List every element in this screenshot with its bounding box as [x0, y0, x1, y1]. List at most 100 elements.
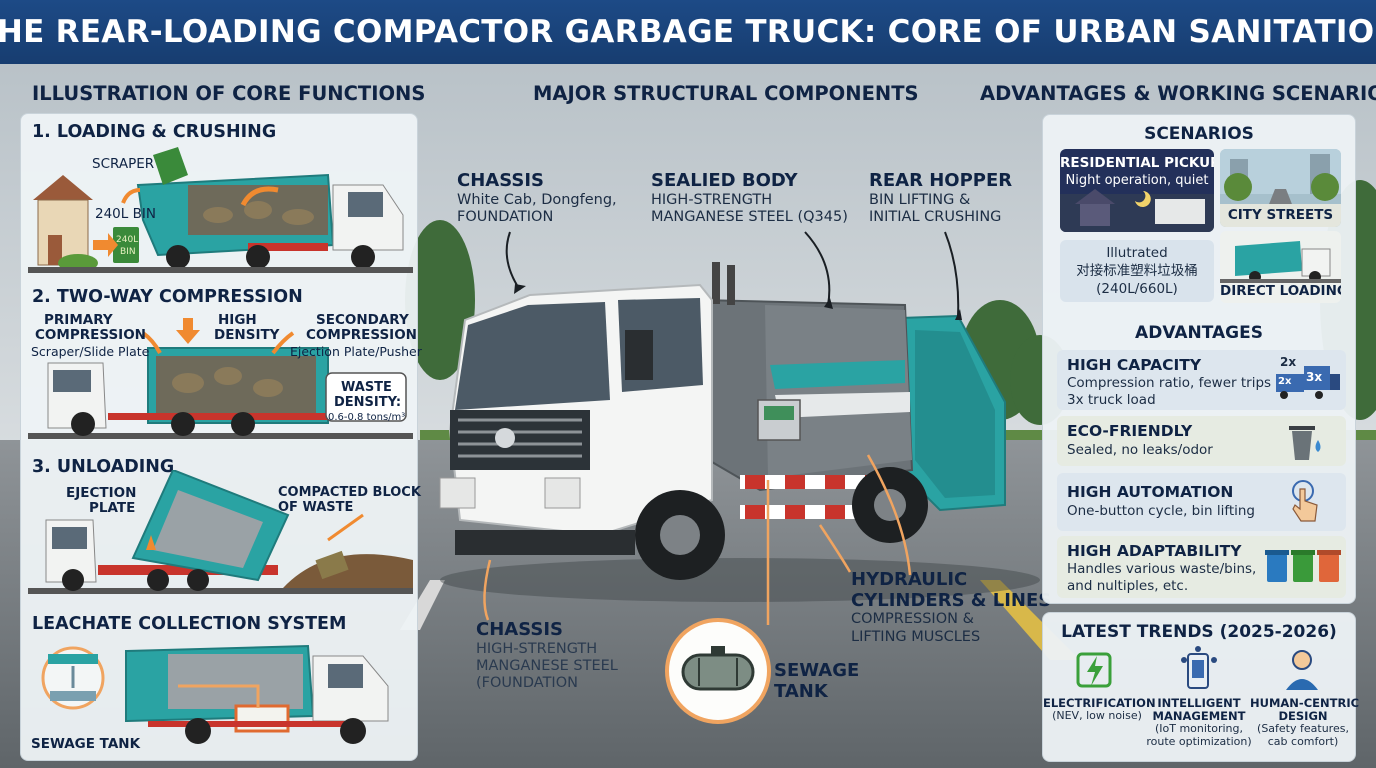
callout-sewage-tank-line2: TANK — [774, 680, 828, 702]
advantage-eco-friendly: ECO-FRIENDLY Sealed, no leaks/odor — [1057, 416, 1346, 466]
scenario-residential-title: RESIDENTIAL PICKUP — [1060, 155, 1214, 171]
primary-compression-label-1: PRIMARY — [44, 312, 113, 328]
advantage-high-adaptability-line1: Handles various waste/bins, — [1067, 561, 1257, 577]
waste-density-label-1: WASTE — [341, 380, 392, 395]
trash-can-icon — [1289, 426, 1321, 460]
section-heading-functions: ILLUSTRATION OF CORE FUNCTIONS — [32, 82, 426, 105]
residential-scene-icon — [1060, 189, 1214, 232]
callout-sealed-body: SEALIED BODY HIGH-STRENGTH MANGANESE STE… — [651, 170, 848, 226]
trend-intelligent-heading-1: INTELLIGENT — [1157, 696, 1241, 710]
callout-rear-hopper-line1: BIN LIFTING & — [869, 191, 971, 208]
unloading-diagram — [28, 470, 413, 594]
title-bar: THE REAR-LOADING COMPACTOR GARBAGE TRUCK… — [0, 0, 1376, 64]
smart-device-icon — [1181, 646, 1217, 689]
scenario-direct-loading-title: DIRECT LOADING — [1220, 283, 1341, 299]
callout-hydraulic: HYDRAULIC CYLINDERS & LINES COMPRESSION … — [851, 569, 1052, 646]
scenario-residential: RESIDENTIAL PICKUP Night operation, quie… — [1060, 149, 1214, 232]
scenario-illustrated-line2: 对接标准塑料垃圾桶 — [1076, 263, 1198, 279]
sewage-tank-label-left: SEWAGE TANK — [31, 736, 141, 752]
callout-chassis-bottom-line1: HIGH-STRENGTH — [476, 640, 598, 657]
compression-diagram — [28, 318, 413, 439]
capacity-icon-label-b: 2x — [1278, 376, 1292, 387]
leachate-diagram — [41, 644, 389, 744]
section-heading-advantages: ADVANTAGES & WORKING SCENARIOS — [980, 82, 1376, 105]
trend-intelligent-sub-1: (IoT monitoring, — [1154, 722, 1244, 736]
callout-chassis-top: CHASSIS White Cab, Dongfeng, FOUNDATION — [457, 170, 617, 226]
page-title: THE REAR-LOADING COMPACTOR GARBAGE TRUCK… — [0, 14, 1376, 50]
sewage-tank-circle — [665, 618, 771, 724]
trend-electrification: ELECTRIFICATION (NEV, low noise) — [1043, 696, 1156, 723]
loading-title: 1. LOADING & CRUSHING — [32, 122, 277, 142]
callout-chassis-top-heading: CHASSIS — [457, 170, 544, 191]
callout-sewage-tank-line1: SEWAGE — [774, 660, 860, 681]
compacted-block-label-1: COMPACTED BLOCK — [278, 485, 421, 500]
waste-density-value: 0.6-0.8 tons/m³ — [328, 412, 406, 423]
callout-sewage-tank: SEWAGE TANK — [774, 660, 860, 702]
bin-label: 240L BIN — [95, 206, 156, 222]
trend-electrification-heading: ELECTRIFICATION — [1043, 696, 1156, 710]
bin-print-2: BIN — [120, 247, 136, 257]
callout-chassis-bottom-line2: MANGANESE STEEL — [476, 658, 618, 675]
advantage-high-adaptability: HIGH ADAPTABILITY Handles various waste/… — [1057, 536, 1346, 598]
advantage-high-capacity-line2: 3x truck load — [1067, 392, 1156, 408]
trend-human-centric-heading-1: HUMAN-CENTRIC — [1250, 696, 1360, 710]
secondary-compression-sub: Ejection Plate/Pusher — [290, 344, 422, 359]
callout-chassis-top-line1: White Cab, Dongfeng, — [457, 191, 617, 208]
callout-chassis-bottom-line3: (FOUNDATION — [476, 675, 578, 692]
advantage-high-capacity-line1: Compression ratio, fewer trips — [1067, 375, 1272, 391]
operator-person-icon — [1286, 650, 1318, 690]
ejection-plate-label-1: EJECTION — [66, 485, 137, 501]
high-density-label-1: HIGH — [218, 312, 257, 328]
callout-rear-hopper-line2: INITIAL CRUSHING — [869, 209, 1002, 226]
trend-human-centric-sub-1: (Safety features, — [1257, 722, 1349, 736]
advantage-high-adaptability-heading: HIGH ADAPTABILITY — [1067, 542, 1242, 560]
advantage-high-capacity: HIGH CAPACITY Compression ratio, fewer t… — [1057, 350, 1346, 410]
advantage-high-capacity-heading: HIGH CAPACITY — [1067, 356, 1202, 374]
callout-hydraulic-sub1: COMPRESSION & — [851, 611, 974, 628]
trend-intelligent-sub-2: route optimization) — [1146, 735, 1252, 749]
waste-density-label-2: DENSITY: — [334, 395, 402, 410]
scenario-city-streets-title: CITY STREETS — [1227, 207, 1334, 223]
loading-diagram — [28, 147, 413, 273]
trend-intelligent-heading-2: MANAGEMENT — [1152, 709, 1246, 724]
trend-electrification-sub: (NEV, low noise) — [1052, 709, 1142, 723]
scenario-direct-loading: DIRECT LOADING — [1220, 231, 1341, 303]
scenario-residential-sub: Night operation, quiet — [1065, 173, 1209, 188]
touch-hand-icon — [1292, 480, 1318, 522]
trend-human-centric: HUMAN-CENTRIC DESIGN (Safety features, c… — [1250, 696, 1360, 749]
callout-chassis-bottom-heading: CHASSIS — [476, 619, 563, 640]
primary-compression-sub: Scraper/Slide Plate — [31, 344, 150, 359]
secondary-compression-label-2: COMPRESSION — [306, 327, 417, 343]
advantage-high-automation-heading: HIGH AUTOMATION — [1067, 483, 1234, 501]
callout-hydraulic-line1: HYDRAULIC — [851, 569, 968, 590]
primary-compression-label-2: COMPRESSION — [35, 327, 146, 343]
callout-hydraulic-line2: CYLINDERS & LINES — [851, 589, 1052, 611]
trends-title: LATEST TRENDS (2025-2026) — [1061, 622, 1337, 642]
secondary-compression-label-1: SECONDARY — [316, 312, 409, 328]
trend-intelligent-management: INTELLIGENT MANAGEMENT (IoT monitoring, … — [1145, 696, 1253, 749]
advantage-high-adaptability-line2: and nultiples, etc. — [1067, 578, 1189, 594]
scenarios-title: SCENARIOS — [1144, 124, 1254, 144]
callout-rear-hopper: REAR HOPPER BIN LIFTING & INITIAL CRUSHI… — [869, 170, 1013, 226]
ejection-plate-label-2: PLATE — [89, 500, 136, 516]
advantages-title: ADVANTAGES — [1135, 323, 1263, 343]
compression-title: 2. TWO-WAY COMPRESSION — [32, 287, 303, 307]
city-streets-scene-icon — [1220, 149, 1341, 227]
bin-print-1: 240L — [116, 235, 139, 245]
battery-lightning-icon — [1076, 652, 1112, 688]
unloading-title: 3. UNLOADING — [32, 457, 175, 477]
advantage-high-automation-line1: One-button cycle, bin lifting — [1067, 503, 1256, 519]
trend-human-centric-sub-2: cab comfort) — [1267, 735, 1339, 749]
callout-sealed-body-line1: HIGH-STRENGTH — [651, 191, 773, 208]
compacted-block-label-2: OF WASTE — [278, 500, 354, 515]
capacity-icon-label-a: 2x — [1280, 355, 1297, 369]
scenario-city-streets: CITY STREETS — [1220, 149, 1341, 227]
callout-rear-hopper-heading: REAR HOPPER — [869, 170, 1013, 191]
scenario-illustrated-line1: Illutrated — [1106, 245, 1168, 261]
scraper-label: SCRAPER — [92, 156, 155, 172]
callout-sealed-body-heading: SEALIED BODY — [651, 170, 798, 191]
advantage-eco-friendly-heading: ECO-FRIENDLY — [1067, 422, 1193, 440]
scenario-illustrated: Illutrated 对接标准塑料垃圾桶 (240L/660L) — [1060, 240, 1214, 302]
tank-icon — [681, 646, 755, 691]
